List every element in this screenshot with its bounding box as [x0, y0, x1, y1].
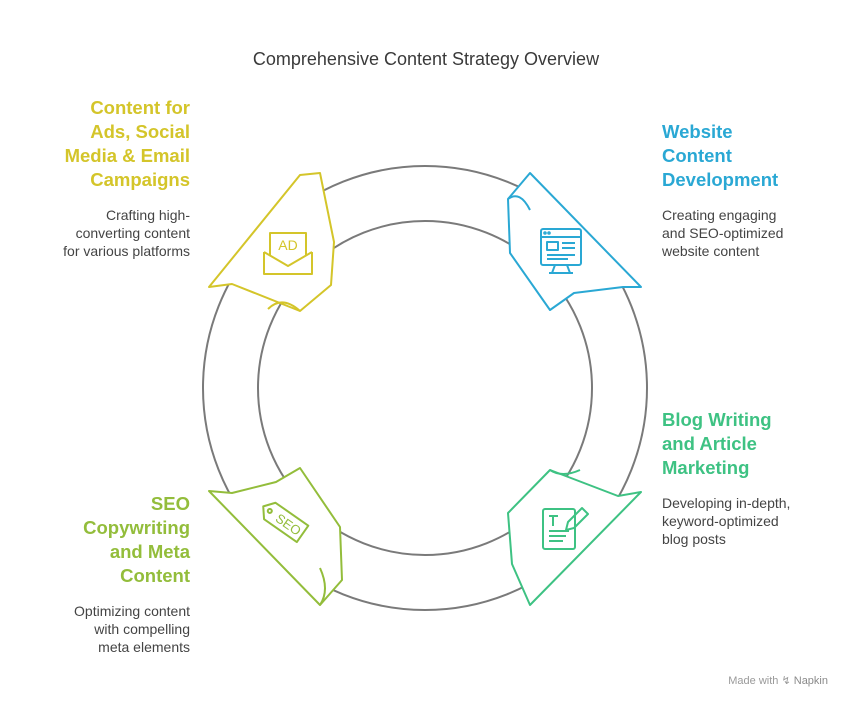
blog-desc-line: Developing in-depth,	[662, 495, 791, 511]
seo-desc-line: with compelling	[94, 621, 190, 637]
seo-heading: SEO Copywriting and Meta Content	[40, 492, 190, 588]
ads-arrow-tail	[267, 301, 301, 312]
website-arrow	[507, 172, 642, 311]
website-description: Creating engaging and SEO-optimized webs…	[662, 206, 832, 260]
seo-heading-line: and Meta	[109, 541, 190, 562]
seo-arrow	[208, 467, 343, 606]
ad-icon-text: AD	[278, 237, 297, 253]
ads-heading-line: Ads, Social	[90, 121, 190, 142]
blog-desc-line: keyword-optimized	[662, 513, 779, 529]
blog-description: Developing in-depth, keyword-optimized b…	[662, 494, 842, 548]
ads-heading-line: Campaigns	[90, 169, 190, 190]
ads-desc-line: for various platforms	[63, 243, 190, 259]
blog-heading-line: Blog Writing	[662, 409, 772, 430]
website-desc-line: Creating engaging	[662, 207, 777, 223]
blog-heading: Blog Writing and Article Marketing	[662, 408, 832, 480]
website-heading-line: Content	[662, 145, 732, 166]
ads-heading-line: Media & Email	[64, 145, 190, 166]
website-desc-line: website content	[662, 243, 760, 259]
blog-arrow-tail	[549, 469, 581, 475]
ads-description: Crafting high- converting content for va…	[20, 206, 190, 260]
watermark-brand: Napkin	[793, 675, 828, 687]
website-desc-line: and SEO-optimized	[662, 225, 784, 241]
website-arrow-tail	[507, 195, 531, 211]
seo-heading-line: Copywriting	[83, 517, 190, 538]
document-pencil-icon	[542, 507, 589, 550]
ring-inner	[257, 220, 593, 556]
ads-desc-line: converting content	[75, 225, 190, 241]
ads-arrow	[208, 172, 335, 312]
seo-heading-line: Content	[120, 565, 190, 586]
ad-envelope-icon: AD	[263, 232, 313, 275]
diagram-title: Comprehensive Content Strategy Overview	[252, 49, 600, 69]
blog-desc-line: blog posts	[662, 531, 726, 547]
seo-heading-line: SEO	[150, 493, 190, 514]
blog-heading-line: and Article	[662, 433, 757, 454]
seo-arrow-tail	[319, 567, 326, 606]
seo-desc-line: meta elements	[98, 639, 190, 655]
website-heading: Website Content Development	[662, 120, 832, 192]
watermark-prefix: Made with	[728, 675, 779, 687]
napkin-watermark[interactable]: Made with ↯ Napkin	[728, 674, 828, 687]
blog-heading-line: Marketing	[662, 457, 750, 478]
ads-heading: Content for Ads, Social Media & Email Ca…	[40, 96, 190, 192]
ads-desc-line: Crafting high-	[105, 207, 190, 223]
website-heading-line: Website	[662, 121, 733, 142]
seo-description: Optimizing content with compelling meta …	[20, 602, 190, 656]
seo-desc-line: Optimizing content	[74, 603, 190, 619]
website-monitor-icon	[540, 228, 582, 274]
napkin-logo-icon: ↯	[781, 675, 791, 687]
ads-heading-line: Content for	[90, 97, 190, 118]
website-heading-line: Development	[662, 169, 779, 190]
